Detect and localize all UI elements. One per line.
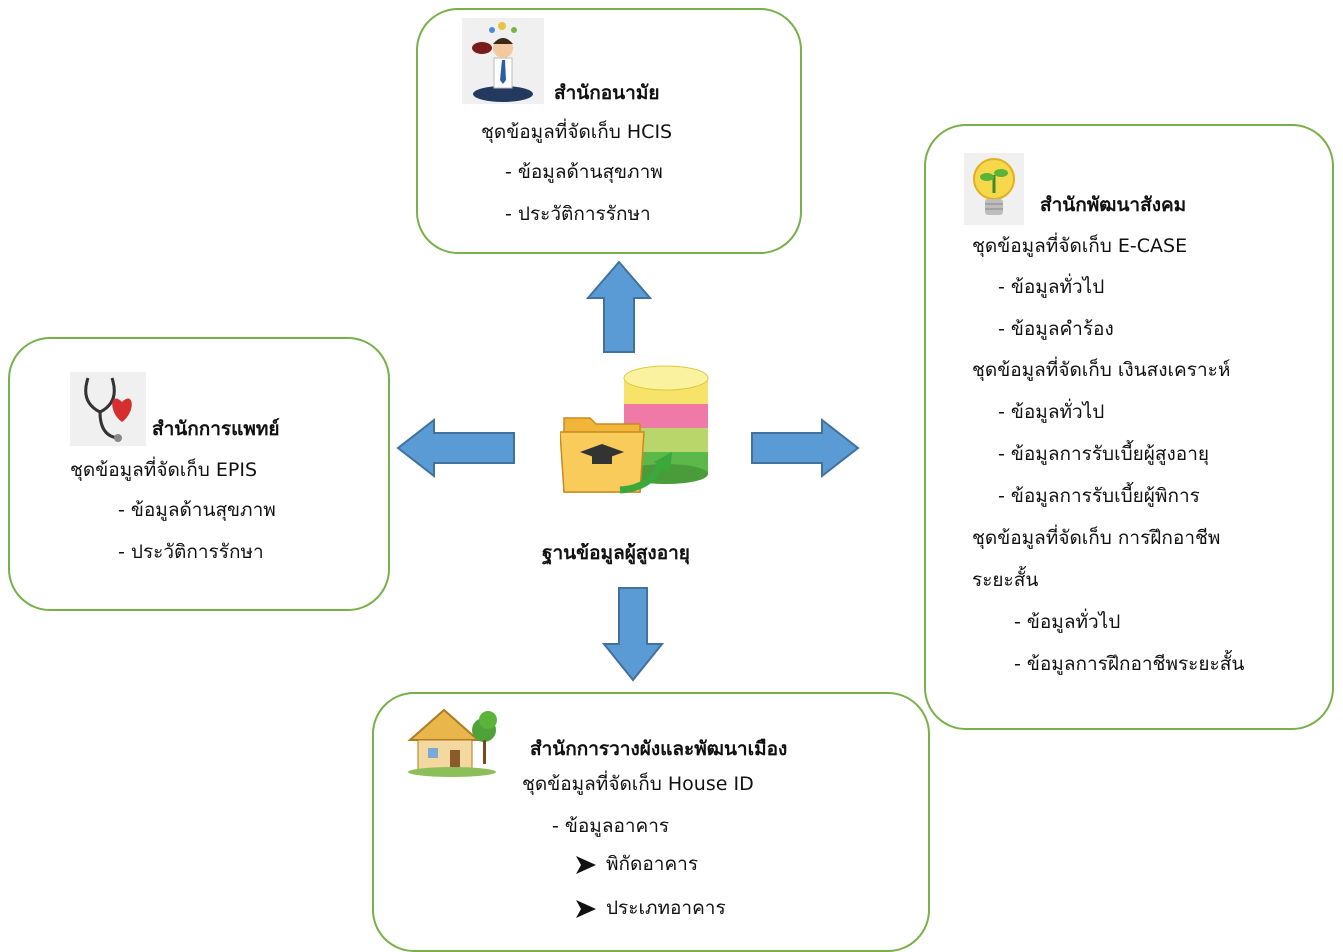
- right-box-dataset-2: ชุดข้อมูลที่จัดเก็บ เงินสงเคราะห์: [972, 359, 1231, 381]
- bottom-box-dataset: ชุดข้อมูลที่จัดเก็บ House ID: [522, 773, 754, 795]
- right-box-item-7: - ข้อมูลการฝึกอาชีพระยะสั้น: [1014, 653, 1245, 675]
- thinking-person-icon: [462, 18, 544, 104]
- arrowhead-bullet-icon: [574, 854, 598, 876]
- center-database-label: ฐานข้อมูลผู้สูงอายุ: [542, 542, 690, 564]
- arrowhead-bullet-icon: [574, 898, 598, 920]
- right-box-item-4: - ข้อมูลการรับเบี้ยผู้สูงอายุ: [998, 443, 1210, 465]
- lightbulb-plant-icon: [964, 153, 1024, 225]
- right-box-dataset-3: ชุดข้อมูลที่จัดเก็บ การฝึกอาชีพ: [972, 527, 1221, 549]
- top-box-dataset: ชุดข้อมูลที่จัดเก็บ HCIS: [481, 121, 673, 143]
- right-box-item-6: - ข้อมูลทั่วไป: [1014, 611, 1121, 633]
- top-box-item-1: - ข้อมูลด้านสุขภาพ: [505, 161, 663, 183]
- arrow-left: [396, 418, 515, 478]
- left-box-item-1: - ข้อมูลด้านสุขภาพ: [118, 499, 276, 521]
- arrow-up: [586, 260, 652, 353]
- top-box-item-2: - ประวัติการรักษา: [505, 203, 651, 225]
- arrow-right: [751, 418, 860, 478]
- arrow-down: [602, 587, 664, 682]
- right-box-dataset-1: ชุดข้อมูลที่จัดเก็บ E-CASE: [972, 235, 1188, 257]
- right-box-item-2: - ข้อมูลคำร้อง: [998, 318, 1114, 340]
- right-box-social-development-bureau: [924, 124, 1334, 730]
- left-box-title: สำนักการแพทย์: [152, 418, 280, 440]
- bottom-box-title: สำนักการวางผังและพัฒนาเมือง: [530, 738, 788, 760]
- bottom-box-subitem-2: ประเภทอาคาร: [606, 897, 726, 919]
- stethoscope-heart-icon: [70, 372, 146, 446]
- house-icon: [404, 700, 500, 780]
- right-box-item-1: - ข้อมูลทั่วไป: [998, 276, 1105, 298]
- left-box-item-2: - ประวัติการรักษา: [118, 541, 264, 563]
- top-box-title: สำนักอนามัย: [554, 82, 660, 104]
- right-box-dataset-3-cont: ระยะสั้น: [972, 569, 1039, 591]
- bottom-box-subitem-1: พิกัดอาคาร: [606, 853, 699, 875]
- right-box-item-3: - ข้อมูลทั่วไป: [998, 401, 1105, 423]
- left-box-dataset: ชุดข้อมูลที่จัดเก็บ EPIS: [70, 459, 258, 481]
- bottom-box-item-1: - ข้อมูลอาคาร: [552, 815, 670, 837]
- right-box-item-5: - ข้อมูลการรับเบี้ยผู้พิการ: [998, 485, 1200, 507]
- right-box-title: สำนักพัฒนาสังคม: [1040, 194, 1187, 216]
- database-folder-icon: [559, 362, 728, 500]
